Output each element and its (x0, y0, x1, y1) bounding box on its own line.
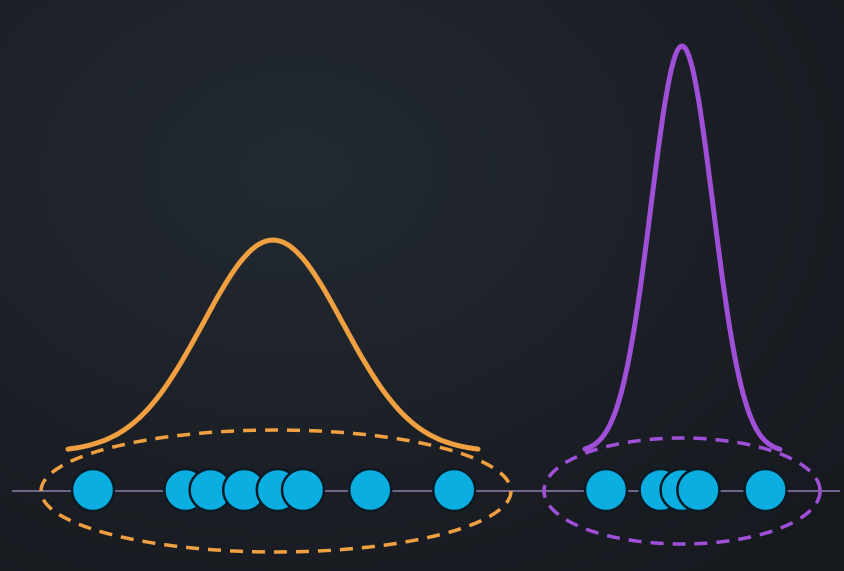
narrow-group-point (743, 467, 788, 513)
narrow-distribution-curve (582, 43, 783, 452)
wide-group-ellipse (39, 428, 513, 554)
narrow-group-point (583, 467, 629, 513)
data-points (70, 467, 788, 513)
wide-distribution-curve (65, 237, 481, 452)
wide-group-point (347, 467, 393, 513)
wide-group-point (280, 467, 326, 513)
narrow-group-ellipse (542, 436, 822, 546)
wide-group-point (431, 467, 477, 513)
narrow-group-point (676, 467, 721, 513)
wide-group-point (70, 467, 116, 513)
